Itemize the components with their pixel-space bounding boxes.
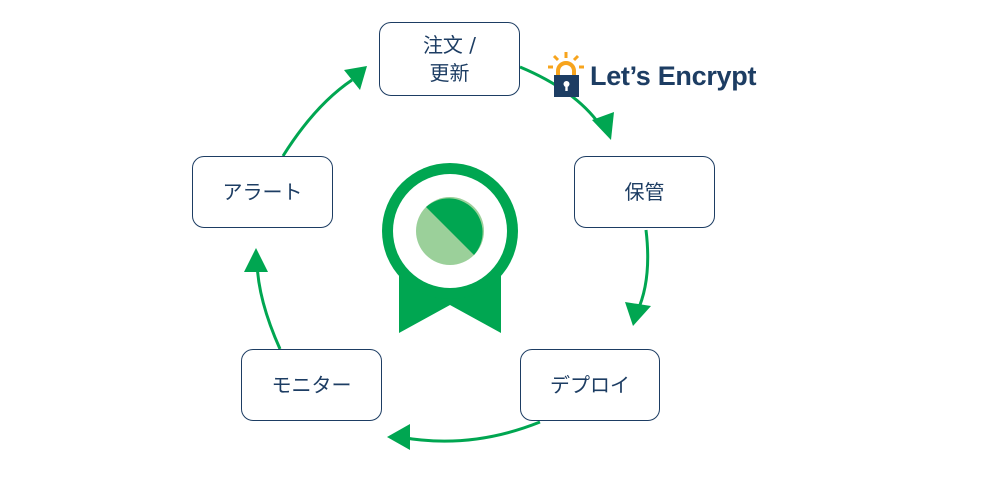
lets-encrypt-logo: Let’s Encrypt bbox=[548, 52, 756, 100]
arrowhead bbox=[344, 66, 367, 90]
step-order-renew: 注文 / 更新 bbox=[379, 22, 520, 96]
step-deploy: デプロイ bbox=[520, 349, 660, 421]
arrow-alert-to-order bbox=[281, 78, 353, 157]
arrow-store-to-deploy bbox=[635, 229, 650, 313]
certificate-badge-icon bbox=[382, 163, 518, 333]
arrow-monitor-to-alert bbox=[255, 261, 282, 350]
logo-text: Let’s Encrypt bbox=[590, 60, 757, 91]
arrowhead bbox=[244, 248, 268, 272]
arrow-deploy-to-monitor bbox=[399, 420, 541, 443]
step-monitor: モニター bbox=[241, 349, 382, 421]
step-label: 更新 bbox=[429, 61, 470, 85]
arrowhead bbox=[625, 302, 651, 326]
step-label: デプロイ bbox=[550, 373, 630, 397]
padlock-icon bbox=[548, 52, 584, 97]
step-label: 保管 bbox=[624, 180, 665, 204]
step-store: 保管 bbox=[574, 156, 715, 228]
step-label: アラート bbox=[222, 180, 303, 204]
arrowhead bbox=[592, 112, 614, 140]
step-label: 注文 / bbox=[422, 33, 477, 57]
arrowhead bbox=[387, 424, 410, 450]
step-label: モニター bbox=[271, 373, 352, 397]
step-alert: アラート bbox=[192, 156, 333, 228]
